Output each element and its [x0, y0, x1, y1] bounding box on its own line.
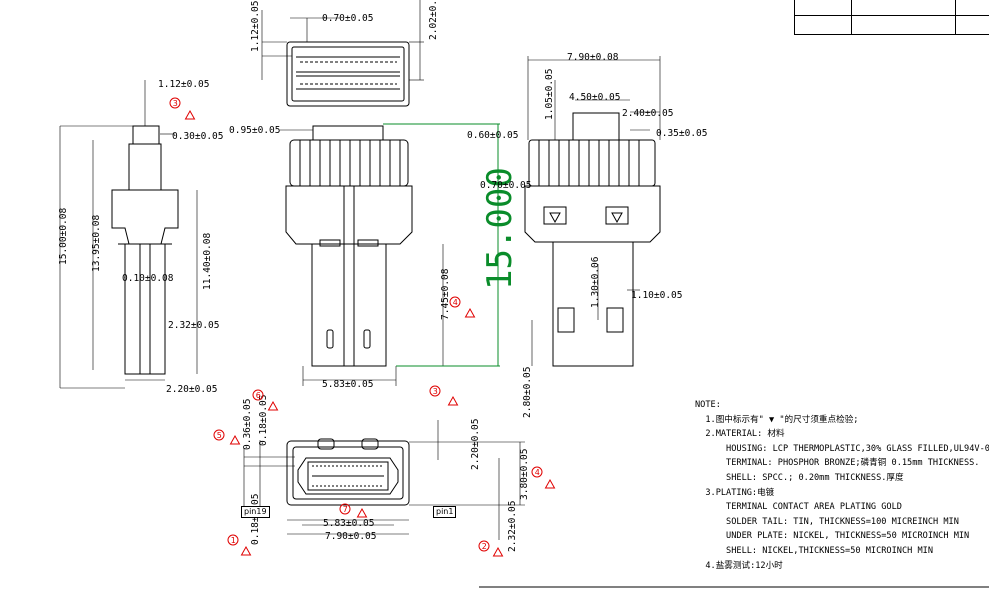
inspection-circle: [478, 540, 490, 552]
dimension-label: 0.35±0.05: [656, 128, 707, 139]
dimension-label: 2.02±0.05: [428, 0, 439, 40]
dimension-label: 15.00±0.08: [58, 208, 69, 265]
pin19-label: pin19: [241, 506, 270, 518]
top-view: [261, 0, 424, 107]
note-line: TERMINAL CONTACT AREA PLATING GOLD: [695, 502, 902, 513]
inspection-number: 1: [231, 536, 236, 545]
inspection-number: 4: [535, 468, 540, 477]
inspection-triangle-icon: [464, 307, 476, 318]
front-view: [280, 125, 444, 386]
inspection-triangle-icon: [492, 546, 504, 557]
note-line: SHELL: SPCC.; 0.20mm THICKNESS.厚度: [695, 472, 904, 483]
inspection-circle: [213, 429, 225, 441]
dimension-label: 0.36±0.05: [242, 399, 253, 450]
inspection-number: 3: [173, 99, 178, 108]
dimension-label: 0.70±0.05: [480, 180, 531, 191]
side-view: [59, 80, 198, 389]
inspection-circle: [429, 385, 441, 397]
dimension-label: 1.30±0.06: [590, 256, 601, 308]
inspection-triangle-icon: [229, 434, 241, 445]
dimension-label: 2.80±0.05: [522, 367, 533, 418]
dimension-label: 7.45±0.08: [440, 268, 451, 320]
inspection-number: 4: [453, 298, 458, 307]
dimension-label: 1.12±0.05: [158, 79, 209, 90]
dimension-label: 2.20±0.05: [470, 419, 481, 470]
inspection-circle: [531, 466, 543, 478]
note-line: HOUSING: LCP THERMOPLASTIC,30% GLASS FIL…: [695, 443, 989, 454]
note-line: 2.MATERIAL: 材料: [695, 429, 785, 440]
inspection-number: 3: [433, 387, 438, 396]
dimension-label: 2.40±0.05: [622, 108, 673, 119]
dimension-label: 5.83±0.05: [323, 518, 374, 529]
inspection-triangle-icon: [447, 395, 459, 406]
inspection-number: 2: [482, 542, 487, 551]
dimension-label: 0.18±0.05: [258, 395, 269, 446]
dimension-label: 0.10±0.08: [122, 273, 174, 284]
dimension-label: 4.50±0.05: [569, 92, 620, 103]
note-line: UNDER PLATE: NICKEL, THICKNESS=50 MICROI…: [695, 531, 970, 542]
inspection-circle: [227, 534, 239, 546]
note-line: 3.PLATING:电镀: [695, 487, 775, 498]
inspection-triangle-icon: [267, 400, 279, 411]
dimension-label: 3.80±0.05: [519, 449, 530, 500]
inspection-circle: [169, 97, 181, 109]
notes-title: NOTE:: [695, 400, 721, 410]
inspection-number: 7: [343, 505, 348, 514]
dimension-label: 2.20±0.05: [166, 384, 217, 395]
inspection-triangle-icon: [356, 507, 368, 518]
dimension-label: 0.30±0.05: [172, 131, 223, 142]
note-line: 1.图中标示有" ▼ "的尺寸须重点检验;: [695, 414, 859, 425]
inspection-triangle-icon: [544, 478, 556, 489]
pin1-label: pin1: [433, 506, 457, 518]
overall-length-label: 15.000: [480, 167, 520, 290]
dimension-label: 0.70±0.05: [322, 13, 373, 24]
dimension-label: 2.32±0.05: [168, 320, 219, 331]
note-line: SOLDER TAIL: TIN, THICKNESS=100 MICREINC…: [695, 516, 959, 527]
inspection-circle: [252, 389, 264, 401]
dimension-label: 1.10±0.05: [631, 290, 682, 301]
note-line: TERMINAL: PHOSPHOR BRONZE;磷青铜 0.15mm THI…: [695, 458, 980, 469]
title-block: [794, 0, 989, 35]
dimension-label: 7.90±0.05: [325, 531, 376, 542]
right-view: [524, 56, 661, 367]
dimension-label: 7.90±0.08: [567, 52, 619, 63]
inspection-number: 5: [217, 431, 222, 440]
note-line: 4.盐雾测试:12小时: [695, 560, 783, 571]
inspection-circle: [449, 296, 461, 308]
dimension-label: 1.05±0.05: [544, 69, 555, 120]
dimension-label: 0.60±0.05: [467, 130, 518, 141]
inspection-triangle-icon: [240, 545, 252, 556]
dimension-label: 1.12±0.05: [250, 1, 261, 52]
notes-block: NOTE: 1.图中标示有" ▼ "的尺寸须重点检验; 2.MATERIAL: …: [695, 398, 989, 573]
dimension-label: 0.95±0.05: [229, 125, 280, 136]
dimension-label: 0.18±0.05: [250, 494, 261, 545]
inspection-circle: [339, 503, 351, 515]
inspection-number: 6: [256, 391, 261, 400]
dimension-label: 13.95±0.08: [91, 215, 102, 272]
bottom-view: [243, 420, 525, 540]
inspection-triangle-icon: [184, 109, 196, 120]
dimension-label: 5.83±0.05: [322, 379, 373, 390]
dimension-label: 2.32±0.05: [507, 501, 518, 552]
dimension-label: 11.40±0.08: [202, 233, 213, 290]
note-line: SHELL: NICKEL,THICKNESS=50 MICROINCH MIN: [695, 545, 933, 556]
